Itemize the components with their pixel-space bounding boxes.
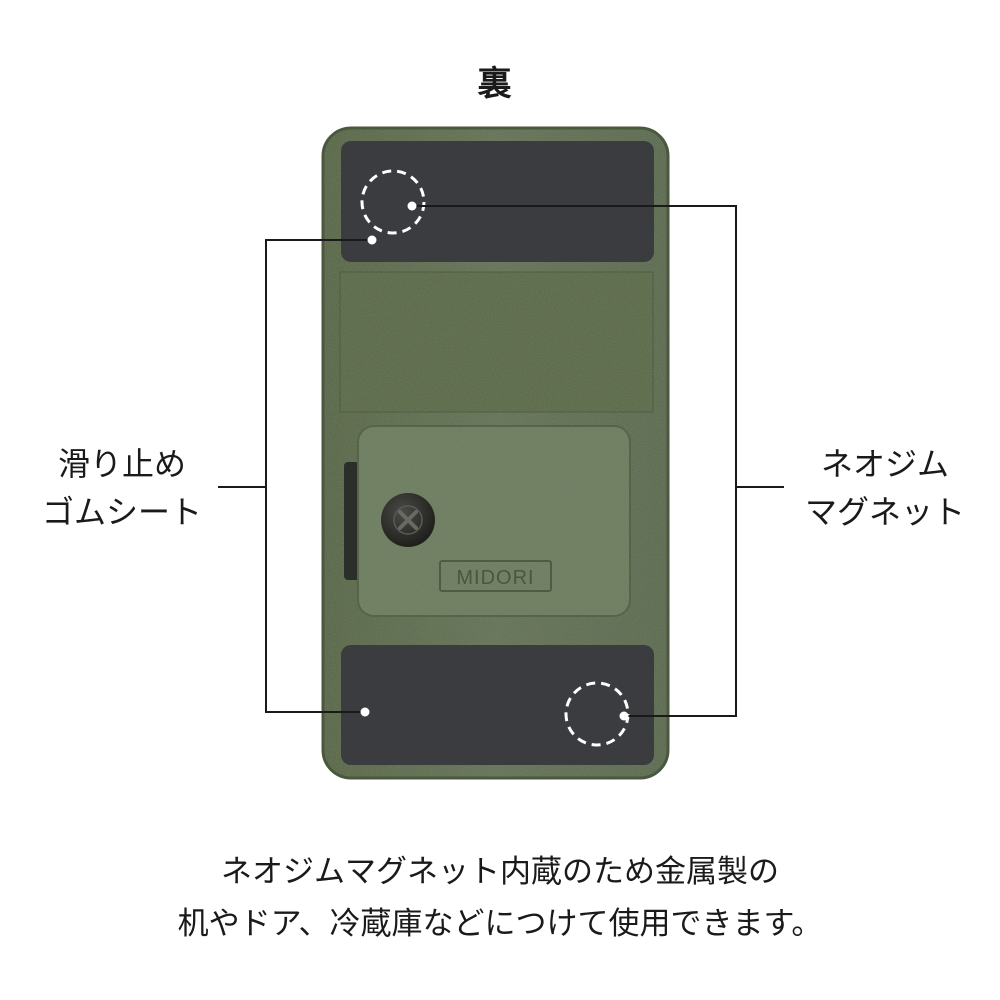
rubber-sheet-label: 滑り止め ゴムシート [22, 440, 222, 536]
textured-band [339, 271, 654, 413]
page-title: 裏 [477, 64, 513, 104]
magnet-label: ネオジム マグネット [790, 440, 980, 536]
top-rubber-pad [341, 141, 654, 262]
magnet-label-line-2: マグネット [804, 493, 965, 531]
magnet-marker-top [360, 169, 426, 235]
brand-plate: MIDORI [439, 560, 552, 592]
magnet-label-line-1: ネオジム [820, 445, 949, 483]
magnet-callout [407, 201, 784, 721]
rubber-sheet-label-line-2: ゴムシート [41, 493, 202, 531]
battery-cover [357, 425, 631, 617]
caption-line-1: ネオジムマグネット内蔵のため金属製の [221, 854, 779, 890]
brand-logo: MIDORI [456, 567, 534, 589]
description-caption: ネオジムマグネット内蔵のため金属製の 机やドア、冷蔵庫などにつけて使用できます。 [0, 846, 1000, 950]
screw-icon [381, 493, 435, 547]
bottom-rubber-pad [341, 645, 654, 765]
caption-line-2: 机やドア、冷蔵庫などにつけて使用できます。 [177, 906, 823, 942]
rubber-sheet-callout [218, 235, 377, 717]
rubber-sheet-label-line-1: 滑り止め [57, 445, 186, 483]
